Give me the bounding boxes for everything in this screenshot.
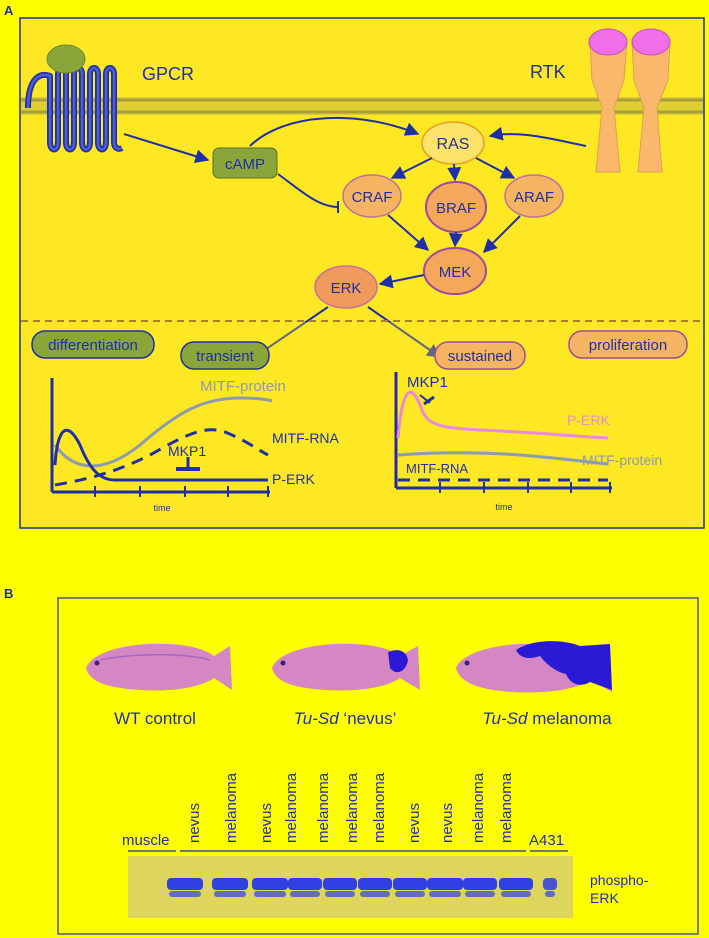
- blot-band-lower: [395, 891, 425, 897]
- panel-a-letter: A: [4, 3, 14, 18]
- blot-band-lower: [501, 891, 531, 897]
- blot-band-lower: [325, 891, 355, 897]
- blot-band-lower: [290, 891, 320, 897]
- blot-label-line2: ERK: [590, 890, 619, 906]
- left-mitf-rna-label: MITF-RNA: [272, 430, 340, 446]
- blot-band-lower: [254, 891, 286, 897]
- fish-label-nevus: Tu-Sd ‘nevus’: [294, 709, 397, 728]
- svg-text:BRAF: BRAF: [436, 200, 476, 217]
- blot-band-lower: [214, 891, 246, 897]
- fish-nevus-image: [272, 643, 420, 691]
- mek-node: MEK: [423, 247, 487, 295]
- ras-node: RAS: [421, 121, 485, 165]
- fish-wt-image: [86, 643, 232, 691]
- svg-text:transient: transient: [196, 348, 254, 365]
- lane-label: melanoma: [344, 772, 361, 843]
- left-perk-label: P-ERK: [272, 471, 315, 487]
- lane-label: melanoma: [283, 772, 300, 843]
- blot-band: [393, 878, 427, 890]
- svg-text:ERK: ERK: [331, 280, 362, 297]
- blot-band-lower: [360, 891, 390, 897]
- fish-label-wt: WT control: [114, 709, 196, 728]
- a431-lane-label: A431: [529, 832, 564, 849]
- lane-label: melanoma: [470, 772, 487, 843]
- blot-band-lower: [429, 891, 461, 897]
- lane-label: melanoma: [498, 772, 515, 843]
- araf-node: ARAF: [504, 174, 564, 218]
- blot-band: [212, 878, 248, 890]
- fish-melanoma-image: [456, 641, 612, 693]
- sustained-graph: MKP1 P-ERK MITF-RNA MITF-protein time: [394, 372, 662, 512]
- mitf-protein-curve: [53, 396, 273, 468]
- camp-node: cAMP: [212, 147, 278, 179]
- differentiation-pill: differentiation: [31, 330, 155, 359]
- craf-node: CRAF: [342, 174, 402, 218]
- right-mitf-rna-label: MITF-RNA: [406, 461, 468, 476]
- blot-band: [427, 878, 463, 890]
- blot-bands: [167, 878, 557, 897]
- transient-pill: transient: [180, 341, 270, 370]
- lane-label: melanoma: [315, 772, 332, 843]
- svg-text:ARAF: ARAF: [514, 189, 554, 206]
- svg-text:proliferation: proliferation: [589, 337, 667, 354]
- perk-curve-right: [396, 390, 609, 440]
- svg-text:RAS: RAS: [437, 136, 470, 153]
- lane-labels: nevus melanoma nevus melanoma melanoma melano…: [186, 772, 515, 843]
- gpcr-receptor-icon: [25, 44, 124, 153]
- blot-band: [288, 878, 322, 890]
- gpcr-label: GPCR: [142, 64, 194, 84]
- transient-graph: MITF-protein MITF-RNA MKP1 P-ERK time: [50, 378, 340, 513]
- blot-band-lower: [465, 891, 495, 897]
- lane-label: nevus: [258, 803, 275, 843]
- lane-label: melanoma: [371, 772, 388, 843]
- lane-label: nevus: [406, 803, 423, 843]
- svg-text:cAMP: cAMP: [225, 156, 265, 173]
- blot-label-line1: phospho-: [590, 872, 649, 888]
- mitf-protein-curve-right: [397, 451, 609, 466]
- right-perk-label: P-ERK: [567, 412, 610, 428]
- panel-b-frame: [57, 597, 699, 935]
- sustained-pill: sustained: [434, 341, 526, 370]
- blot-band-lower: [169, 891, 201, 897]
- svg-text:differentiation: differentiation: [48, 337, 138, 354]
- blot-band: [543, 878, 557, 890]
- right-mitf-protein-label: MITF-protein: [582, 452, 662, 468]
- svg-text:sustained: sustained: [448, 348, 512, 365]
- blot-band: [323, 878, 357, 890]
- panel-b-letter: B: [4, 586, 13, 601]
- right-mkp1-label: MKP1: [407, 374, 448, 391]
- proliferation-pill: proliferation: [568, 330, 688, 359]
- left-mitf-protein-label: MITF-protein: [200, 378, 286, 395]
- rtk-label: RTK: [530, 62, 566, 82]
- blot-band: [499, 878, 533, 890]
- braf-node: BRAF: [425, 181, 487, 233]
- fish-label-melanoma: Tu-Sd melanoma: [482, 709, 612, 728]
- svg-text:CRAF: CRAF: [352, 189, 393, 206]
- rtk-receptor-icon: [588, 28, 671, 173]
- left-time-label: time: [153, 503, 170, 513]
- lane-label: nevus: [439, 803, 456, 843]
- perk-curve-left: [53, 428, 268, 482]
- svg-text:MEK: MEK: [439, 264, 472, 281]
- blot-band-lower: [545, 891, 555, 897]
- muscle-lane-label: muscle: [122, 832, 170, 849]
- right-time-label: time: [495, 502, 512, 512]
- left-mkp1-label: MKP1: [168, 443, 206, 459]
- lane-label: nevus: [186, 803, 203, 843]
- erk-node: ERK: [314, 265, 378, 309]
- blot-band: [167, 878, 203, 890]
- blot-band: [358, 878, 392, 890]
- blot-band: [252, 878, 288, 890]
- cell-membrane: [21, 97, 703, 115]
- blot-band: [463, 878, 497, 890]
- lane-label: melanoma: [223, 772, 240, 843]
